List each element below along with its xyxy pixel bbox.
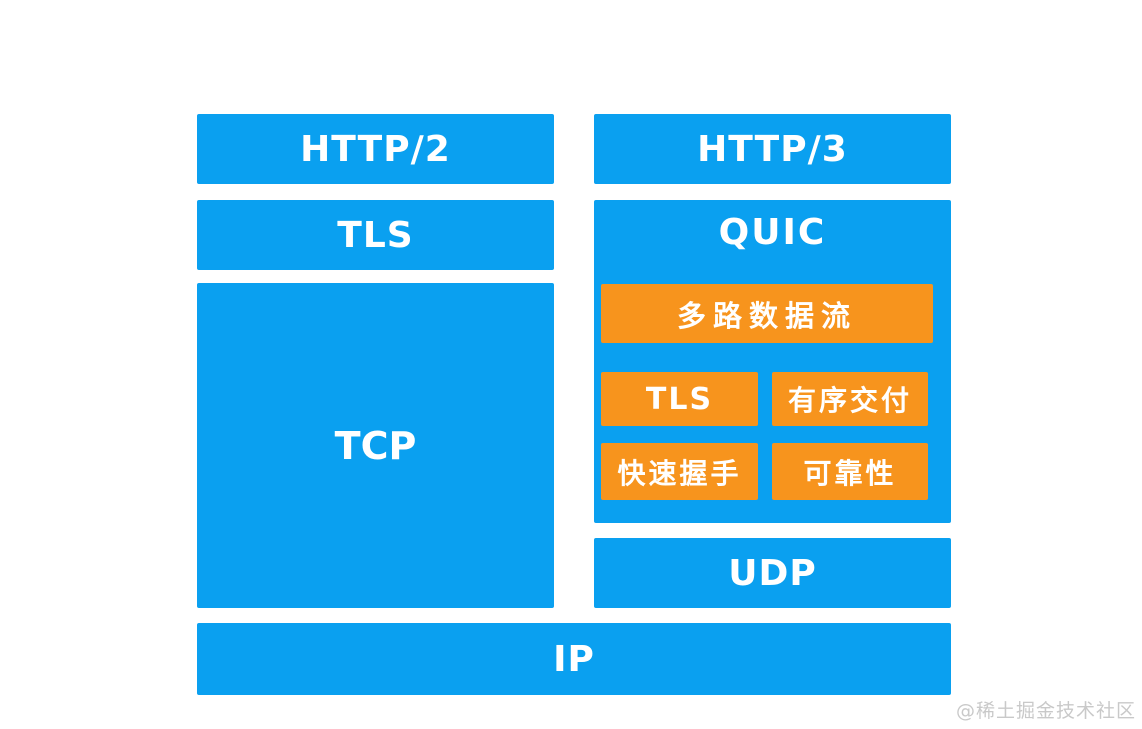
quic-feature-multiplexed-streams: 多路数据流 <box>601 284 933 343</box>
layer-quic: QUIC 多路数据流 TLS 有序交付 快速握手 可靠性 <box>594 200 951 523</box>
quic-feature-reliability: 可靠性 <box>772 443 928 500</box>
quic-feature-fast-handshake: 快速握手 <box>601 443 758 500</box>
layer-http2: HTTP/2 <box>197 114 554 184</box>
quic-feature-tls: TLS <box>601 372 758 426</box>
quic-label: QUIC <box>718 212 827 253</box>
layer-tls: TLS <box>197 200 554 270</box>
layer-udp: UDP <box>594 538 951 608</box>
layer-tcp: TCP <box>197 283 554 608</box>
quic-feature-ordered-delivery: 有序交付 <box>772 372 928 426</box>
layer-ip: IP <box>197 623 951 695</box>
layer-http3: HTTP/3 <box>594 114 951 184</box>
watermark: @稀土掘金技术社区 <box>955 700 1136 722</box>
